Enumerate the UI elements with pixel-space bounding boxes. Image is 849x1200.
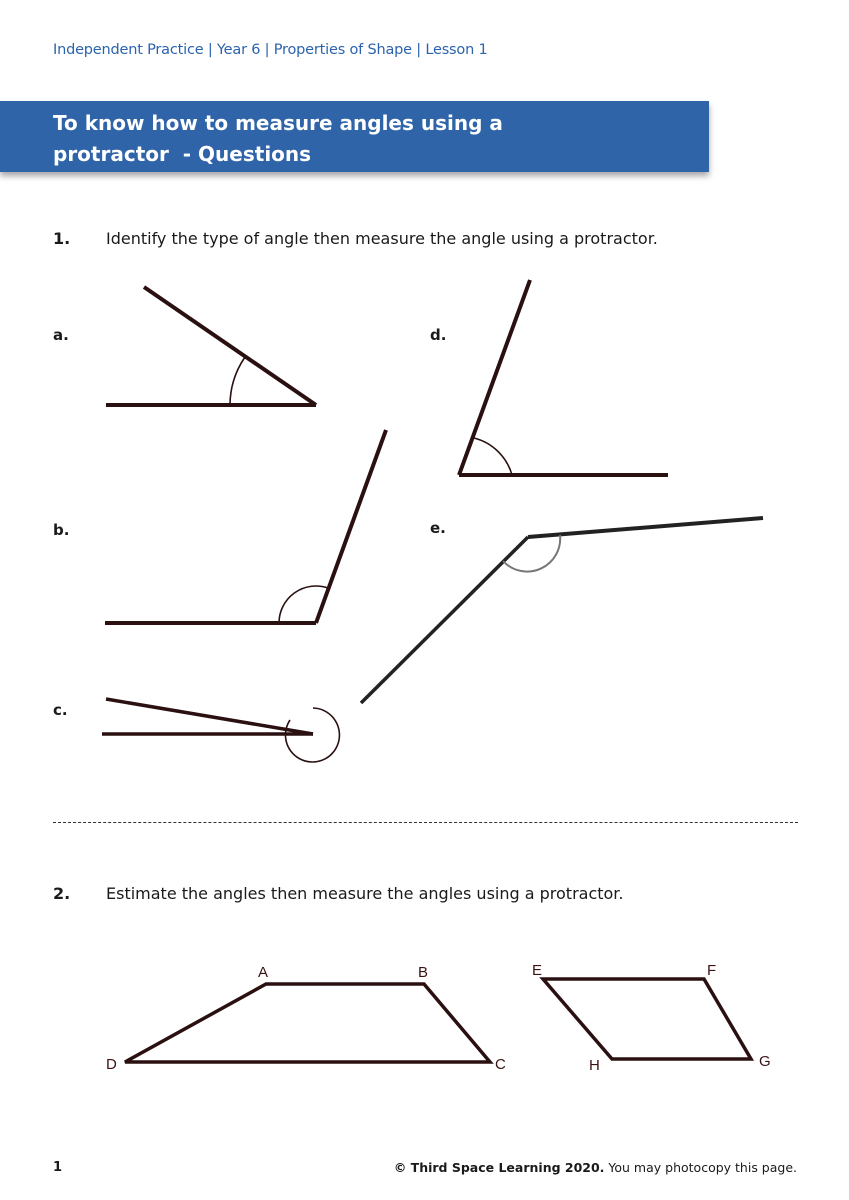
question-2-number: 2. <box>53 884 71 903</box>
breadcrumb: Independent Practice | Year 6 | Properti… <box>53 42 488 58</box>
angle-c-figure <box>102 697 341 763</box>
page-title: To know how to measure angles using a pr… <box>53 108 693 170</box>
part-a-label: a. <box>53 326 69 344</box>
footer-copyright: © Third Space Learning 2020. You may pho… <box>394 1160 797 1175</box>
question-1-text: Identify the type of angle then measure … <box>106 229 658 248</box>
part-c-label: c. <box>53 701 68 719</box>
vertex-h-label: H <box>589 1057 600 1074</box>
vertex-c-label: C <box>495 1056 506 1073</box>
vertex-f-label: F <box>707 962 716 979</box>
vertex-e-label: E <box>532 962 542 979</box>
vertex-g-label: G <box>759 1053 771 1070</box>
copyright-text: © Third Space Learning 2020. <box>393 1160 605 1175</box>
title-banner: To know how to measure angles using a pr… <box>0 101 709 172</box>
angle-e-figure <box>359 516 764 705</box>
angle-a-figure <box>106 285 318 407</box>
question-1-number: 1. <box>53 229 71 248</box>
page-title-line-2: protractor - Questions <box>53 142 312 166</box>
section-divider <box>53 822 798 823</box>
vertex-a-label: A <box>258 964 268 981</box>
parallelogram-figure: E F G H <box>532 962 771 1074</box>
page-number: 1 <box>53 1160 63 1175</box>
part-e-label: e. <box>430 519 446 537</box>
vertex-b-label: B <box>418 964 428 981</box>
photocopy-note: You may photocopy this page. <box>604 1160 797 1175</box>
trapezium-figure: A B C D <box>106 964 506 1073</box>
angle-d-figure <box>457 279 668 477</box>
question-2-text: Estimate the angles then measure the ang… <box>106 884 624 903</box>
part-b-label: b. <box>53 521 70 539</box>
vertex-d-label: D <box>106 1056 117 1073</box>
part-d-label: d. <box>430 326 447 344</box>
page-title-line-1: To know how to measure angles using a <box>53 111 503 135</box>
angle-b-figure <box>105 429 388 625</box>
